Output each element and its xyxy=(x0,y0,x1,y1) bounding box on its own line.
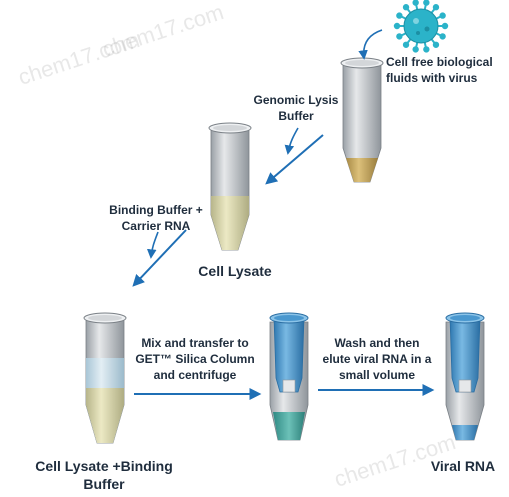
label-viral-rna: Viral RNA xyxy=(430,458,496,474)
viral-rna-tube xyxy=(445,312,485,441)
label-genomic-lysis-buffer: Genomic Lysis Buffer xyxy=(253,93,339,123)
virus-spike-tip xyxy=(439,33,446,40)
label-lysate-binding-buffer: Cell Lysate +Binding Buffer xyxy=(35,458,173,492)
virus-icon xyxy=(393,0,449,53)
arrow-lysate-to-mix xyxy=(132,229,187,287)
arrow-binding-buffer xyxy=(146,231,159,259)
virus-spike-tip xyxy=(402,4,410,11)
label-binding-buffer: Binding Buffer + Carrier RNA xyxy=(109,203,203,233)
virus-spike-tip xyxy=(393,22,401,30)
virus-spike-tip xyxy=(432,4,440,11)
virus-spike-tip xyxy=(439,12,446,19)
virus-spike-tip xyxy=(396,33,403,40)
virus-spike-tip xyxy=(432,41,440,48)
lysate-tube xyxy=(208,122,252,251)
label-virus-source: Cell free biological fluids with virus xyxy=(386,55,493,85)
virus-spike-tip xyxy=(402,41,410,48)
label-cell-lysate: Cell Lysate xyxy=(198,263,272,279)
arrow-sample-to-lysate xyxy=(265,134,324,185)
virus-spike-tip xyxy=(441,22,449,30)
silica-column-tube xyxy=(269,312,309,441)
virus-spike-tip xyxy=(396,12,403,19)
lysate-binding-tube xyxy=(83,312,127,444)
label-wash-elute: Wash and then elute viral RNA in a small… xyxy=(322,336,432,382)
label-mix-transfer: Mix and transfer to GET™ Silica Column a… xyxy=(135,336,255,382)
virus-spike-tip xyxy=(412,46,419,53)
virus-spike-tip xyxy=(423,46,430,53)
virus-spike-tip xyxy=(412,0,419,6)
arrow-lysis-buffer xyxy=(284,127,299,155)
arrow-virus-to-tube xyxy=(358,29,383,60)
virus-spike-tip xyxy=(423,0,430,6)
sample-tube xyxy=(340,57,384,183)
